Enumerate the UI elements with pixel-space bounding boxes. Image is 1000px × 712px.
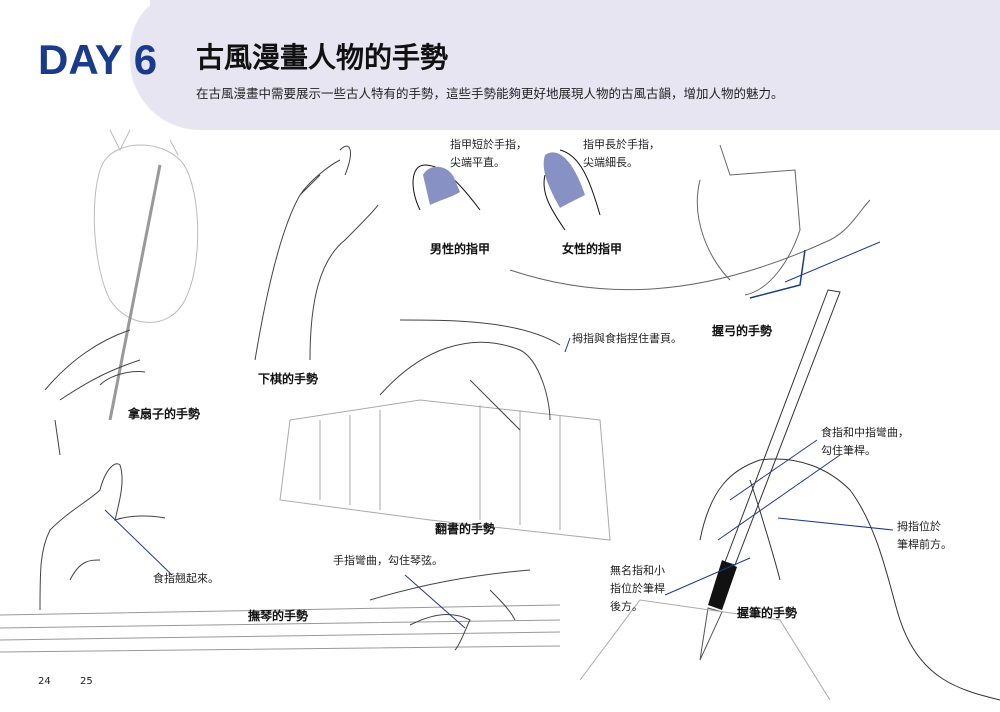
label-book-gesture: 翻書的手勢 (435, 522, 496, 536)
book-hand (379, 319, 561, 431)
female-nail-illustration (543, 149, 601, 231)
label-female-nail: 女性的指甲 (562, 242, 623, 256)
note-brush-index: 食指和中指彎曲， 勾住筆桿。 (821, 426, 909, 457)
note-female-nail: 指甲長於手指， 尖端細長。 (583, 138, 660, 169)
label-fan-gesture: 拿扇子的手勢 (128, 407, 201, 421)
page-subtitle: 在古風漫畫中需要展示一些古人特有的手勢，這些手勢能夠更好地展現人物的古風古韻，增… (196, 86, 784, 101)
brush-hand (699, 458, 1000, 701)
note-brush-thumb: 拇指位於 筆桿前方。 (897, 520, 952, 551)
day-label: DAY 6 (38, 36, 158, 83)
bow-arrow (749, 249, 806, 299)
bow-pointer (784, 241, 881, 283)
note-book: 拇指與食指捏住書頁。 (572, 332, 682, 345)
male-nail-illustration (412, 164, 481, 211)
note-raised-finger: 食指翹起來。 (153, 572, 219, 585)
zither-strings (0, 604, 561, 653)
note-brush-ring: 無名指和小 指位於筆桿 後方。 (610, 564, 665, 613)
page-number-right: 25 (80, 676, 93, 687)
label-chess-gesture: 下棋的手勢 (258, 372, 319, 386)
bow-illustration (509, 144, 871, 296)
page-number-left: 24 (38, 676, 51, 687)
label-male-nail: 男性的指甲 (430, 242, 491, 256)
note-male-nail: 指甲短於手指， 尖端平直。 (450, 138, 527, 169)
raised-finger-hand (39, 463, 166, 611)
zither-hand (369, 569, 531, 651)
chess-hand (254, 145, 379, 361)
page-title: 古風漫畫人物的手勢 (196, 41, 449, 74)
fan-illustration (93, 129, 199, 421)
header-background (130, 0, 1000, 130)
fan-hand (44, 329, 146, 456)
label-zither-gesture: 撫琴的手勢 (248, 609, 309, 623)
note-zither: 手指彎曲，勾住琴弦。 (333, 554, 443, 567)
book-illustration (279, 399, 611, 541)
label-brush-gesture: 握筆的手勢 (737, 606, 798, 620)
label-bow-gesture: 握弓的手勢 (712, 324, 773, 338)
